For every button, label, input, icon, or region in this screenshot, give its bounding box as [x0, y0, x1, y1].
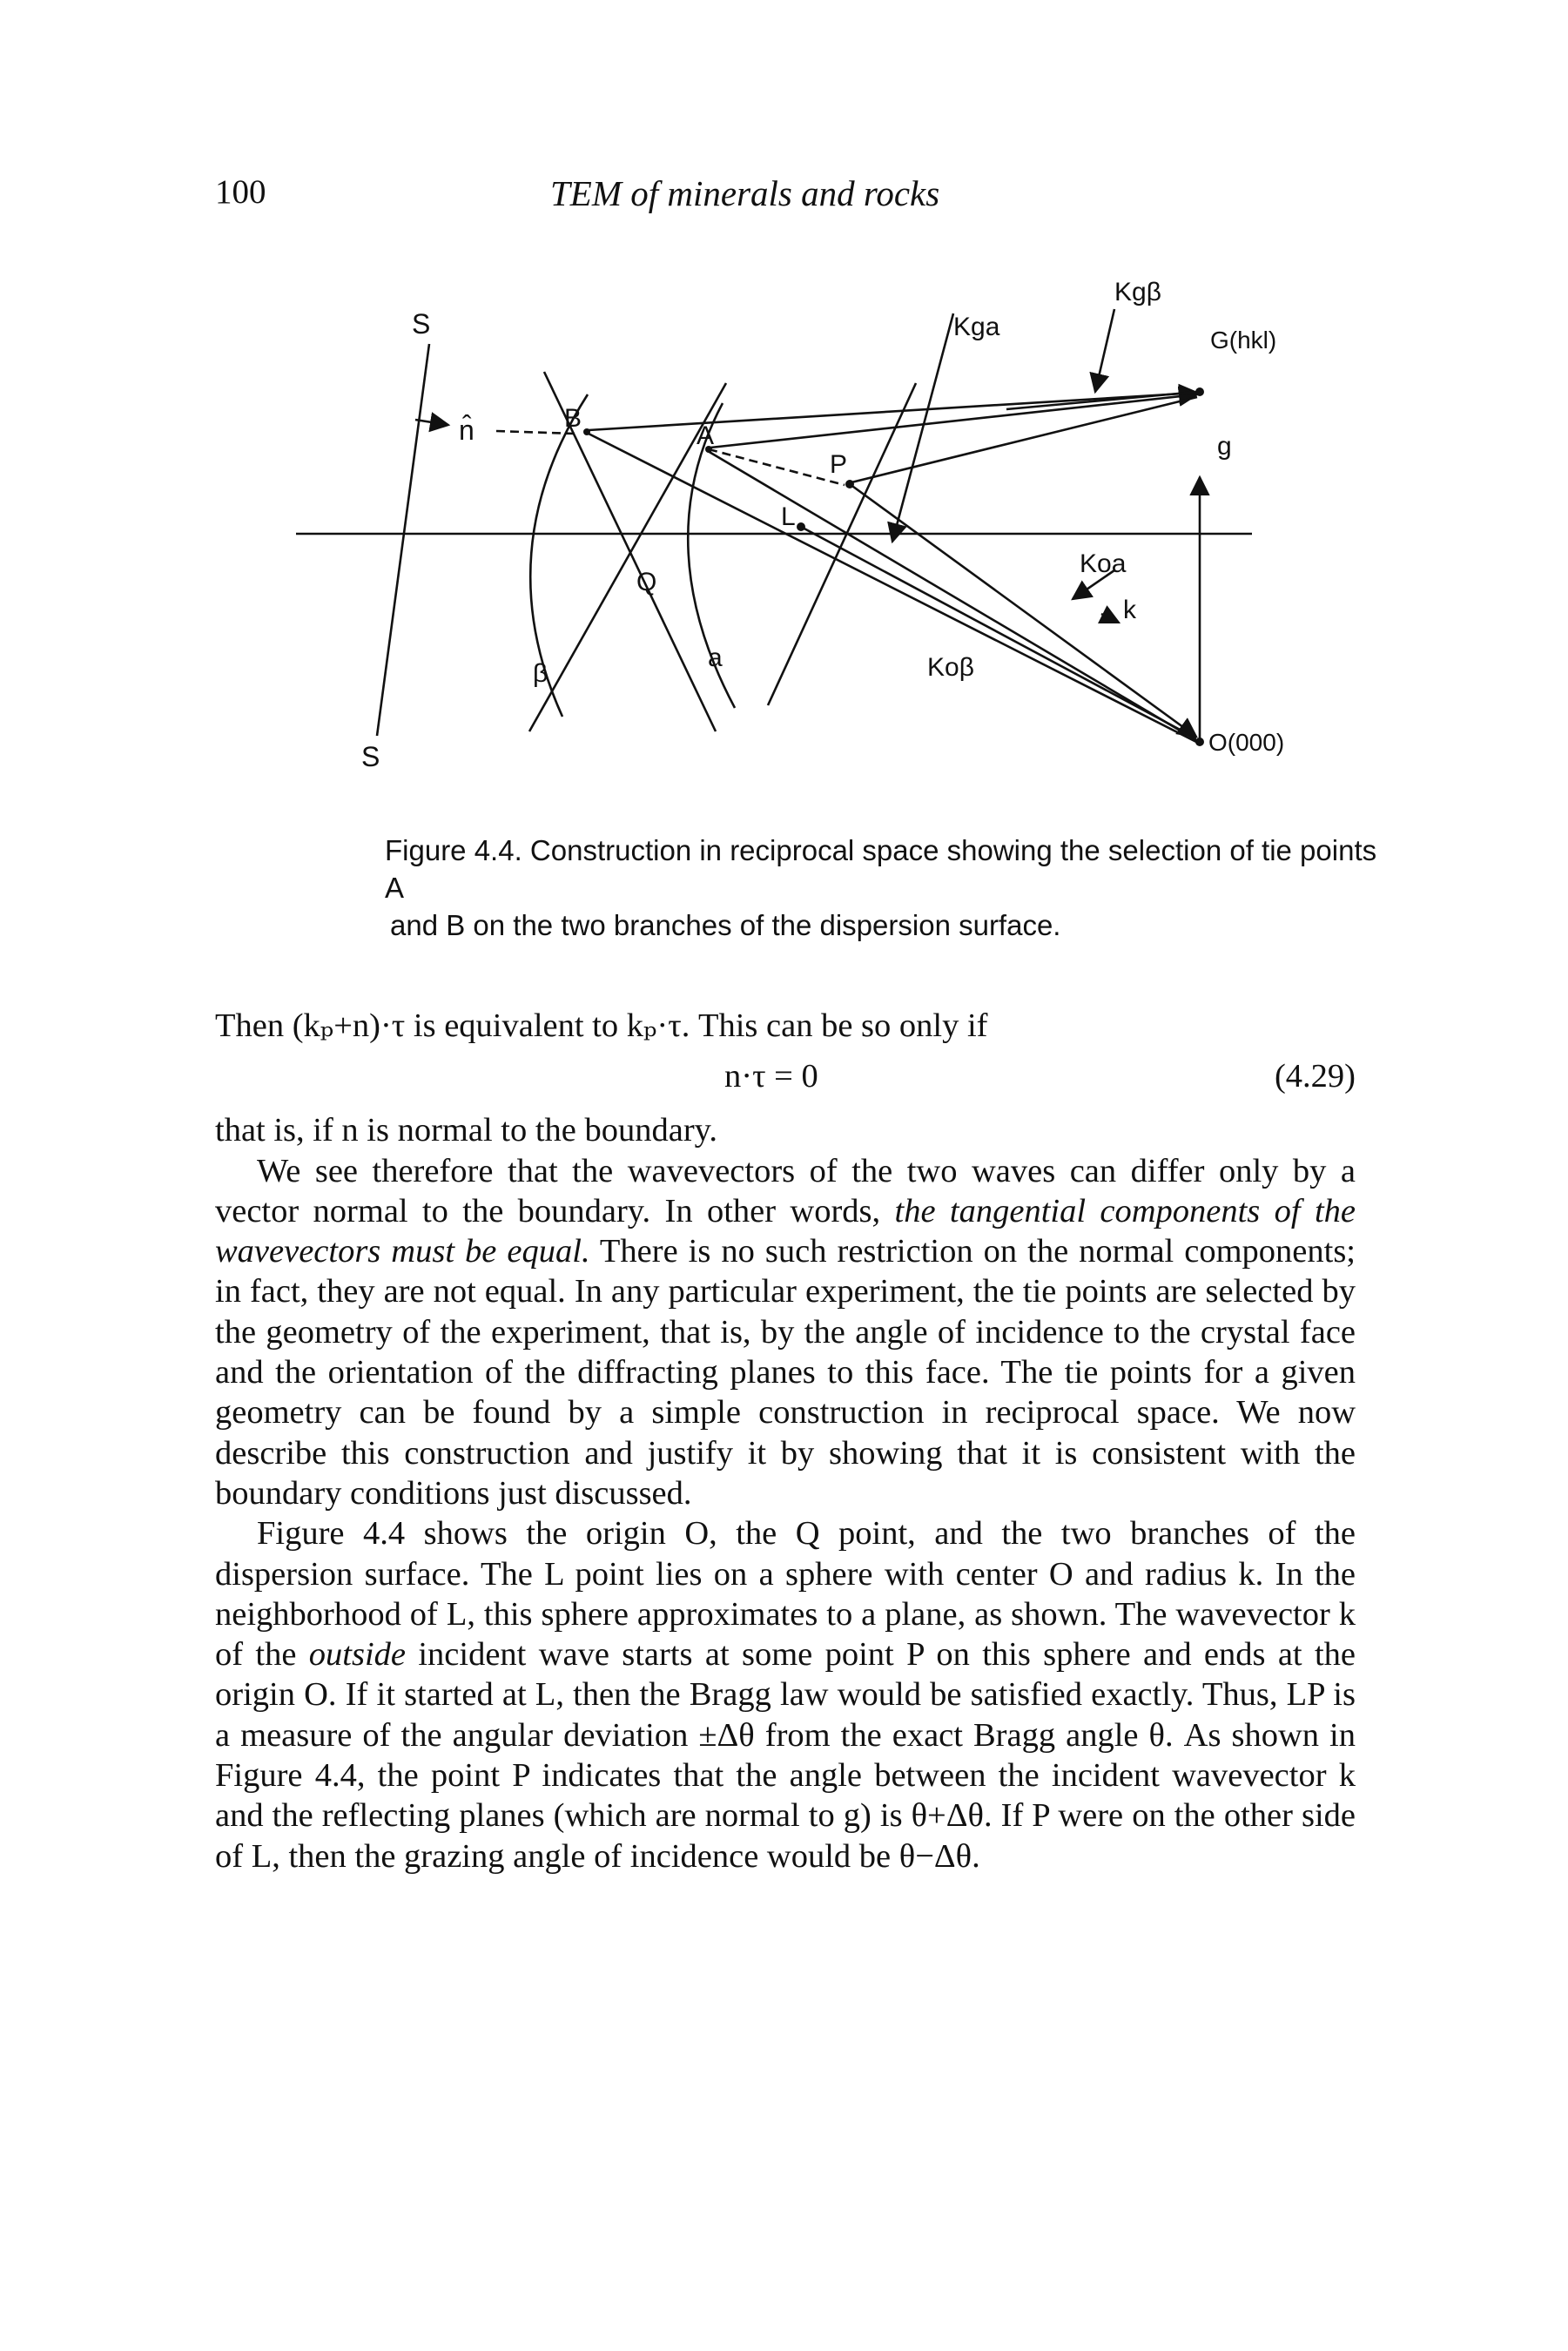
caption-line-1: Figure 4.4. Construction in reciprocal s… — [385, 834, 1377, 904]
label-beta: β — [533, 659, 548, 688]
point-A — [705, 446, 712, 453]
label-O: O(000) — [1208, 729, 1284, 756]
k-g-beta-leader — [1089, 308, 1116, 394]
equation-number: (4.29) — [1274, 1058, 1356, 1095]
label-g: g — [1217, 432, 1232, 461]
equation-4-29: n·τ = 0 (4.29) — [215, 1051, 1356, 1103]
label-P: P — [830, 450, 847, 479]
point-G — [1195, 387, 1204, 396]
running-title: TEM of minerals and rocks — [550, 173, 940, 213]
paragraph-2: that is, if n is normal to the boundary. — [215, 1112, 718, 1149]
figure-4-4: S S n̂ B A P L Q β a Kga Kgβ Koa Koβ k g… — [279, 261, 1323, 801]
k-g-alpha-leader — [887, 313, 955, 544]
paragraph-1: Then (kₚ+n)·τ is equivalent to kₚ·τ. Thi… — [215, 1007, 988, 1044]
label-k-o-beta: Koβ — [927, 653, 974, 682]
paragraph-3: We see therefore that the wavevectors of… — [215, 1151, 1356, 1514]
k-from-L — [800, 525, 1197, 740]
figure-caption: Figure 4.4. Construction in reciprocal s… — [385, 832, 1386, 944]
equation-expression: n·τ = 0 — [724, 1058, 818, 1095]
label-n-hat: n̂ — [459, 414, 474, 446]
surface-line — [375, 343, 431, 737]
paragraph-4-emphasis: outside — [308, 1636, 406, 1674]
k-o-beta-line — [586, 431, 1197, 744]
k-from-P-to-G — [851, 395, 1198, 484]
point-O — [1195, 738, 1204, 746]
k-arrow-segment — [1097, 605, 1121, 624]
paragraph-3-emphasis: the tangential components of the wavevec… — [215, 1192, 1356, 1270]
label-s-bottom: S — [361, 741, 380, 772]
paragraph-3-start: We see therefore that the wavevectors of… — [215, 1152, 1356, 1229]
n-dashed-line — [495, 429, 575, 435]
label-B: B — [564, 404, 582, 433]
label-L: L — [781, 502, 796, 531]
point-P — [845, 480, 854, 488]
paragraph-4-start: Figure 4.4 shows the origin O, the Q poi… — [215, 1515, 1356, 1674]
k-g-beta-line — [588, 383, 1200, 432]
alpha-branch-curve — [686, 402, 737, 709]
paragraph-3-end: There is no such restriction on the norm… — [215, 1233, 1356, 1512]
normal-arrow — [414, 412, 451, 433]
label-k-g-beta: Kgβ — [1114, 278, 1161, 307]
label-Q: Q — [636, 568, 656, 596]
label-k-o-alpha: Koa — [1080, 549, 1127, 578]
label-s-top: S — [412, 308, 430, 340]
asymptote-2 — [528, 382, 728, 732]
label-k-g-alpha: Kga — [953, 313, 1000, 341]
body-text: Then (kₚ+n)·τ is equivalent to kₚ·τ. Thi… — [215, 1006, 1356, 1876]
caption-line-2: and B on the two branches of the dispers… — [390, 909, 1061, 941]
paragraph-4: Figure 4.4 shows the origin O, the Q poi… — [215, 1513, 1356, 1876]
label-k: k — [1123, 596, 1137, 624]
g-to-sphere — [1006, 390, 1198, 411]
label-A: A — [697, 421, 714, 450]
page-header: 100 TEM of minerals and rocks — [0, 172, 1568, 225]
paragraph-4-end: incident wave starts at some point P on … — [215, 1636, 1356, 1875]
k-g-alpha-line — [710, 386, 1200, 449]
point-B — [583, 428, 590, 435]
k-o-alpha-leader — [1071, 569, 1115, 601]
sphere-line — [766, 382, 918, 706]
label-G: G(hkl) — [1210, 327, 1276, 354]
label-alpha: a — [708, 643, 723, 672]
k-o-alpha-line — [707, 449, 1197, 742]
beta-branch-curve — [528, 394, 589, 717]
reciprocal-space-diagram: S S n̂ B A P L Q β a Kga Kgβ Koa Koβ k g… — [296, 278, 1284, 772]
a-p-dashed-line — [708, 448, 845, 487]
k-from-P — [849, 482, 1198, 738]
page-number: 100 — [215, 173, 266, 211]
point-L — [797, 522, 805, 531]
